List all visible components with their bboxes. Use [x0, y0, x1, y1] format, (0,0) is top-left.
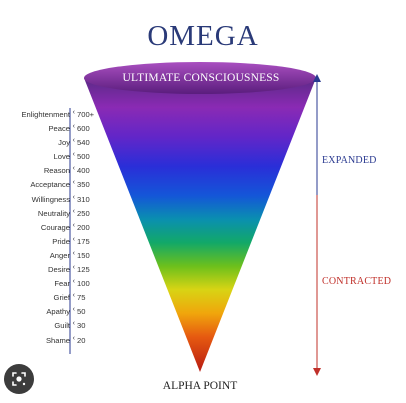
- level-row: Grief‹75: [4, 291, 96, 305]
- level-name: Reason: [43, 166, 70, 176]
- level-value: 30: [77, 321, 86, 331]
- level-row: Courage‹200: [4, 221, 96, 235]
- level-name: Guilt: [54, 321, 70, 331]
- level-row: Shame‹20: [4, 334, 96, 348]
- contracted-label: CONTRACTED: [322, 276, 392, 287]
- level-tick-icon: ‹: [72, 207, 75, 215]
- level-value: 250: [77, 208, 90, 218]
- level-name: Pride: [52, 236, 70, 246]
- level-tick-icon: ‹: [72, 123, 75, 131]
- level-row: Apathy‹50: [4, 305, 96, 319]
- level-name: Neutrality: [37, 208, 70, 218]
- level-tick-icon: ‹: [72, 151, 75, 159]
- level-value: 500: [77, 152, 90, 162]
- top-label: ULTIMATE CONSCIOUSNESS: [122, 72, 280, 84]
- level-tick-icon: ‹: [72, 320, 75, 328]
- level-row: Joy‹540: [4, 136, 96, 150]
- expanded-label: EXPANDED: [322, 155, 377, 166]
- level-name: Fear: [54, 279, 70, 289]
- level-tick-icon: ‹: [72, 334, 75, 342]
- diagram-title: OMEGA: [147, 20, 259, 52]
- level-value: 540: [77, 138, 90, 148]
- level-name: Enlightenment: [21, 110, 70, 119]
- level-name: Willingness: [31, 194, 70, 204]
- level-tick-icon: ‹: [72, 109, 75, 116]
- cone-top-ellipse: [84, 62, 316, 94]
- level-value: 75: [77, 293, 86, 303]
- level-name: Shame: [45, 335, 70, 345]
- level-name: Acceptance: [30, 180, 70, 190]
- cone-body: [84, 78, 316, 372]
- level-row: Reason‹400: [4, 164, 96, 178]
- level-value: 600: [77, 124, 90, 134]
- level-value: 100: [77, 279, 90, 289]
- level-name: Joy: [58, 138, 70, 148]
- level-value: 150: [77, 250, 90, 260]
- level-value: 175: [77, 236, 90, 246]
- level-row: Pride‹175: [4, 235, 96, 249]
- level-value: 310: [77, 194, 90, 204]
- level-tick-icon: ‹: [72, 137, 75, 145]
- level-tick-icon: ‹: [72, 292, 75, 300]
- level-value: 125: [77, 265, 90, 275]
- level-tick-icon: ‹: [72, 193, 75, 201]
- level-name: Peace: [48, 124, 70, 134]
- level-row: Desire‹125: [4, 263, 96, 277]
- level-row: Love‹500: [4, 150, 96, 164]
- level-tick-icon: ‹: [72, 278, 75, 286]
- level-row: Peace‹600: [4, 122, 96, 136]
- level-name: Courage: [40, 222, 70, 232]
- level-row: Anger‹150: [4, 249, 96, 263]
- level-name: Desire: [48, 265, 70, 275]
- level-tick-icon: ‹: [72, 306, 75, 314]
- visual-search-button[interactable]: [4, 364, 34, 394]
- level-row: Enlightenment‹700+: [4, 108, 96, 122]
- level-value: 50: [77, 307, 86, 317]
- level-row: Acceptance‹350: [4, 178, 96, 192]
- level-row: Neutrality‹250: [4, 207, 96, 221]
- consciousness-levels: Enlightenment‹700+ Peace‹600 Joy‹540 Lov…: [4, 108, 96, 348]
- level-tick-icon: ‹: [72, 249, 75, 257]
- level-row: Fear‹100: [4, 277, 96, 291]
- visual-search-icon: [12, 372, 26, 386]
- level-value: 350: [77, 180, 90, 190]
- level-name: Anger: [49, 250, 70, 260]
- level-value: 700+: [77, 110, 95, 119]
- level-name: Apathy: [46, 307, 70, 317]
- level-value: 400: [77, 166, 90, 176]
- level-name: Grief: [53, 293, 70, 303]
- level-value: 200: [77, 222, 90, 232]
- level-tick-icon: ‹: [72, 264, 75, 272]
- level-tick-icon: ‹: [72, 235, 75, 243]
- level-row: Willingness‹310: [4, 193, 96, 207]
- level-row: Guilt‹30: [4, 319, 96, 333]
- bottom-label: ALPHA POINT: [162, 380, 238, 392]
- level-tick-icon: ‹: [72, 179, 75, 187]
- level-tick-icon: ‹: [72, 221, 75, 229]
- level-value: 20: [77, 335, 86, 345]
- level-tick-icon: ‹: [72, 165, 75, 173]
- level-name: Love: [53, 152, 70, 162]
